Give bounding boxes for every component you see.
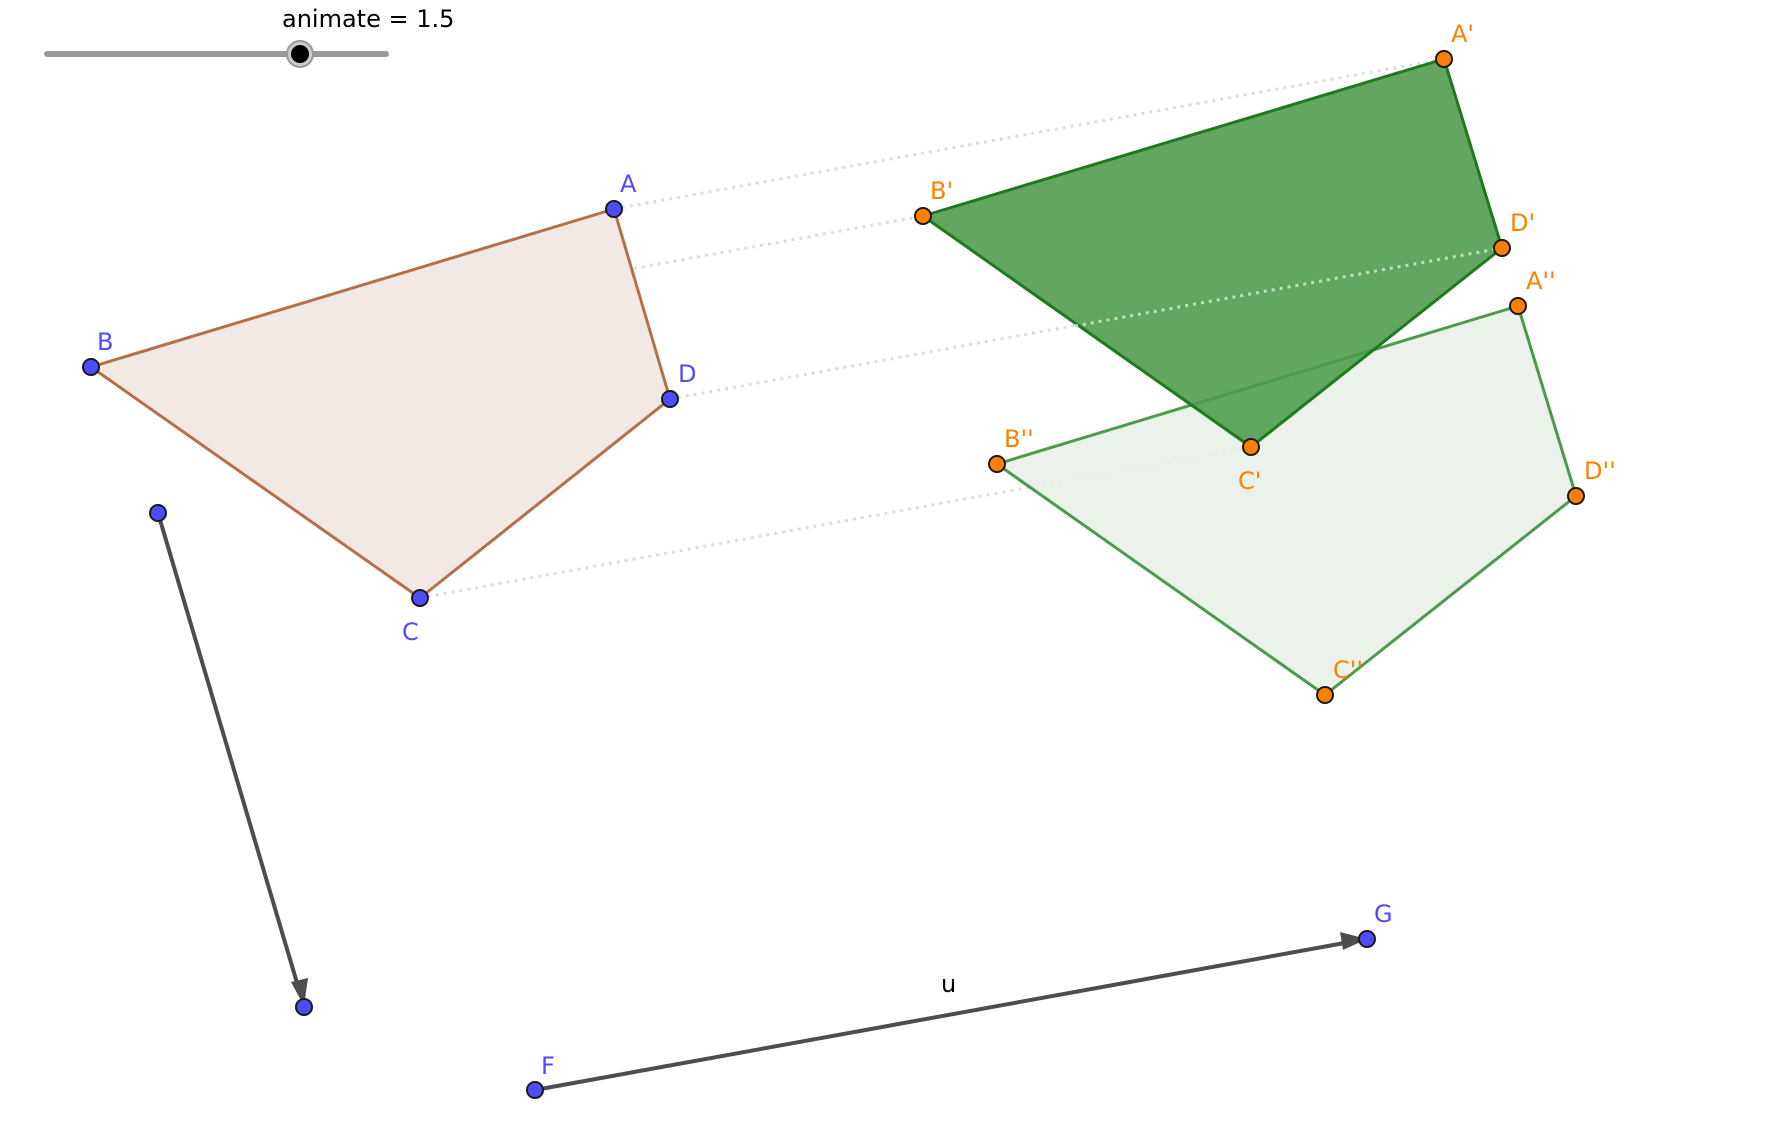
point-g[interactable] bbox=[1358, 930, 1376, 948]
point-c2[interactable] bbox=[1316, 686, 1334, 704]
point-a[interactable] bbox=[605, 200, 623, 218]
point-b[interactable] bbox=[82, 358, 100, 376]
slider-handle[interactable] bbox=[291, 45, 309, 63]
point-d[interactable] bbox=[661, 390, 679, 408]
vector-left-line[interactable] bbox=[156, 512, 302, 994]
point-vector-end[interactable] bbox=[295, 998, 313, 1016]
trace-line-d-overlay bbox=[1074, 246, 1503, 328]
trace-line-b bbox=[90, 214, 924, 369]
label-d1: D' bbox=[1510, 209, 1535, 237]
animate-slider[interactable]: animate = 1.5 bbox=[44, 5, 454, 68]
vector-u[interactable]: u bbox=[534, 932, 1367, 1092]
image-point-labels: A' B' C' D' A'' B'' C'' D'' bbox=[930, 20, 1616, 684]
label-b: B bbox=[97, 328, 113, 356]
point-b1[interactable] bbox=[914, 207, 932, 225]
label-g: G bbox=[1374, 900, 1393, 928]
label-d: D bbox=[678, 360, 696, 388]
original-points bbox=[82, 200, 1376, 1099]
vector-u-line[interactable] bbox=[534, 940, 1351, 1092]
label-a: A bbox=[620, 170, 637, 198]
label-b1: B' bbox=[930, 177, 953, 205]
label-a2: A'' bbox=[1526, 267, 1556, 295]
label-a1: A' bbox=[1451, 20, 1474, 48]
vector-left[interactable] bbox=[156, 512, 308, 1006]
point-d1[interactable] bbox=[1493, 239, 1511, 257]
point-vector-start[interactable] bbox=[149, 504, 167, 522]
polygon-abcd[interactable] bbox=[89, 207, 672, 600]
point-c[interactable] bbox=[411, 589, 429, 607]
point-d2[interactable] bbox=[1567, 487, 1585, 505]
point-f[interactable] bbox=[526, 1081, 544, 1099]
label-b2: B'' bbox=[1004, 425, 1034, 453]
label-c: C bbox=[402, 618, 419, 646]
image-points bbox=[914, 50, 1585, 704]
label-c1: C' bbox=[1238, 467, 1261, 495]
point-a1[interactable] bbox=[1435, 50, 1453, 68]
point-c1[interactable] bbox=[1242, 438, 1260, 456]
label-d2: D'' bbox=[1584, 457, 1616, 485]
label-c2: C'' bbox=[1333, 656, 1363, 684]
point-b2[interactable] bbox=[988, 455, 1006, 473]
vector-u-label: u bbox=[941, 970, 956, 998]
point-a2[interactable] bbox=[1509, 297, 1527, 315]
slider-label: animate = 1.5 bbox=[282, 5, 454, 33]
vector-u-arrowhead bbox=[1340, 932, 1367, 950]
label-f: F bbox=[541, 1052, 555, 1080]
original-point-labels: A B C D F G bbox=[97, 170, 1393, 1080]
